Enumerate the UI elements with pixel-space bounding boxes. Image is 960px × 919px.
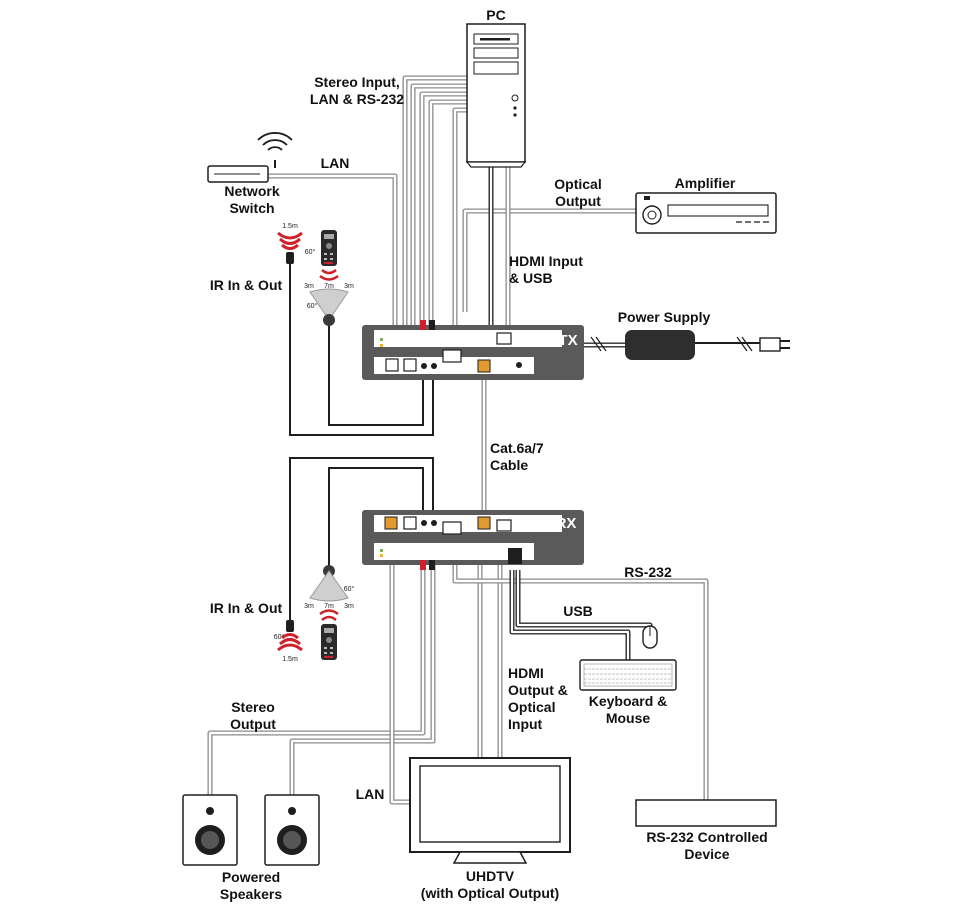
hdmi-output-label-line1: HDMI xyxy=(508,665,544,681)
rs232-device-label-line1: RS-232 Controlled xyxy=(646,829,767,845)
rx-unit xyxy=(362,510,584,570)
ir-in-out-label-bottom: IR In & Out xyxy=(210,600,283,616)
hdmi-input-label-line1: HDMI Input xyxy=(509,253,583,269)
wifi-icon xyxy=(257,132,293,151)
ir-top-sensor-angle: 60° xyxy=(307,302,318,310)
ir-top-emitter-range: 1.5m xyxy=(282,223,298,230)
ir-top-center: 7m xyxy=(324,283,334,290)
ir-emitter-top xyxy=(277,231,303,264)
rs232-label: RS-232 xyxy=(624,564,672,580)
rs232-device xyxy=(635,799,777,827)
ir-top-emitter-angle: 60° xyxy=(305,248,316,256)
stereo-output-label-line1: Stereo xyxy=(231,699,275,715)
power-plug-icon xyxy=(759,337,790,352)
network-switch-label-line2: Switch xyxy=(229,200,274,216)
rs232-device-label-line2: Device xyxy=(684,846,729,862)
keyboard-icon xyxy=(579,659,677,691)
uhdtv-label-line2: (with Optical Output) xyxy=(421,885,559,901)
keyboard-mouse-label-line2: Mouse xyxy=(606,710,651,726)
ir-sensor-wire-top xyxy=(328,322,424,426)
power-supply-label: Power Supply xyxy=(618,309,711,325)
ir-bottom-right: 3m xyxy=(344,603,354,610)
pc-label: PC xyxy=(486,7,505,23)
ir-bottom-sensor-angle: 60° xyxy=(344,585,355,593)
remote-icon-top xyxy=(321,230,337,266)
optical-output-label-line2: Output xyxy=(555,193,601,209)
ir-signal-bottom xyxy=(319,609,339,621)
ir-sensor-bottom xyxy=(309,565,349,602)
uhdtv-label-line1: UHDTV xyxy=(466,868,515,884)
ir-top-left: 3m xyxy=(304,283,314,290)
cable-label-line1: Cat.6a/7 xyxy=(490,440,544,456)
pc-tower xyxy=(465,23,527,168)
tx-label: TX xyxy=(558,332,577,349)
ir-emitter-wire-top xyxy=(289,262,434,436)
speakers-label-line2: Speakers xyxy=(220,886,282,902)
remote-icon-bottom xyxy=(321,624,337,660)
keyboard-mouse-label-line1: Keyboard & xyxy=(589,693,668,709)
speaker-right xyxy=(264,794,320,866)
hdmi-output-label-line2: Output & xyxy=(508,682,568,698)
amplifier-label: Amplifier xyxy=(675,175,736,191)
cable-label-line2: Cable xyxy=(490,457,528,473)
ir-emitter-bottom xyxy=(277,620,303,652)
rx-label: RX xyxy=(556,515,577,532)
lan-bottom-label: LAN xyxy=(356,786,385,802)
amplifier xyxy=(635,192,777,234)
stereo-output-label-line2: Output xyxy=(230,716,276,732)
cables xyxy=(207,75,760,805)
pc-to-tx-bundle xyxy=(402,75,470,350)
mouse-icon xyxy=(642,625,658,649)
speaker-left xyxy=(182,794,238,866)
rx-ports xyxy=(380,516,522,570)
lan-top-label: LAN xyxy=(321,155,350,171)
usb-label: USB xyxy=(563,603,593,619)
ir-bottom-left: 3m xyxy=(304,603,314,610)
speakers-label-line1: Powered xyxy=(222,869,280,885)
ir-bottom-center: 7m xyxy=(324,603,334,610)
network-switch xyxy=(207,132,293,183)
ir-emitter-wire-bottom xyxy=(289,457,434,620)
ir-bottom-emitter-range: 1.5m xyxy=(282,656,298,663)
hdmi-input-label-line2: & USB xyxy=(509,270,553,286)
ir-top-right: 3m xyxy=(344,283,354,290)
tx-unit xyxy=(362,320,584,380)
optical-output-label-line1: Optical xyxy=(554,176,601,192)
power-supply xyxy=(590,330,790,360)
stereo-input-label-line1: Stereo Input, xyxy=(314,74,400,90)
hdmi-output-label-line4: Input xyxy=(508,716,543,732)
ir-sensor-top xyxy=(309,288,349,326)
tx-ports xyxy=(380,320,522,373)
ir-signal-top xyxy=(319,269,339,281)
network-switch-label-line1: Network xyxy=(224,183,279,199)
ir-in-out-label-top: IR In & Out xyxy=(210,277,283,293)
uhdtv-icon xyxy=(409,757,571,864)
hdmi-output-label-line3: Optical xyxy=(508,699,555,715)
stereo-input-label-line2: LAN & RS-232 xyxy=(310,91,404,107)
ir-sensor-wire-bottom xyxy=(328,467,424,570)
ir-bottom-emitter-angle: 60° xyxy=(274,633,285,641)
